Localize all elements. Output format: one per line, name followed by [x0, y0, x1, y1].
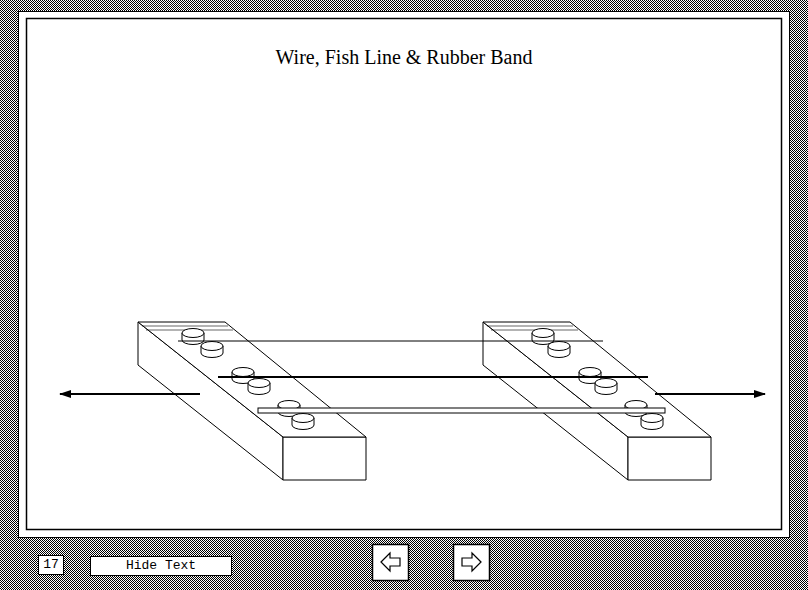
pull-arrow — [60, 393, 200, 395]
next-button — [454, 545, 490, 581]
box-label: 17 — [43, 557, 59, 573]
card-frame — [19, 12, 790, 538]
peg — [532, 329, 554, 345]
right-block — [483, 322, 711, 480]
card-inner-frame — [27, 19, 782, 530]
fish-line — [218, 376, 648, 378]
peg — [641, 414, 663, 430]
card-number-box: 17 — [38, 555, 64, 575]
wire — [178, 341, 603, 342]
peg — [292, 414, 314, 430]
box-label: Hide Text — [126, 558, 196, 574]
left-block — [138, 322, 366, 480]
pegs — [182, 329, 647, 417]
peg — [201, 342, 223, 358]
card-title: Wire, Fish Line & Rubber Band — [276, 46, 533, 69]
peg — [548, 342, 570, 358]
peg — [182, 329, 204, 345]
pull-arrow — [655, 393, 765, 395]
pegs-front — [201, 342, 663, 430]
hide-text-button: Hide Text — [90, 556, 232, 576]
rubber-band — [258, 408, 665, 413]
back-button — [373, 545, 409, 581]
peg — [595, 379, 617, 395]
peg — [248, 379, 270, 395]
